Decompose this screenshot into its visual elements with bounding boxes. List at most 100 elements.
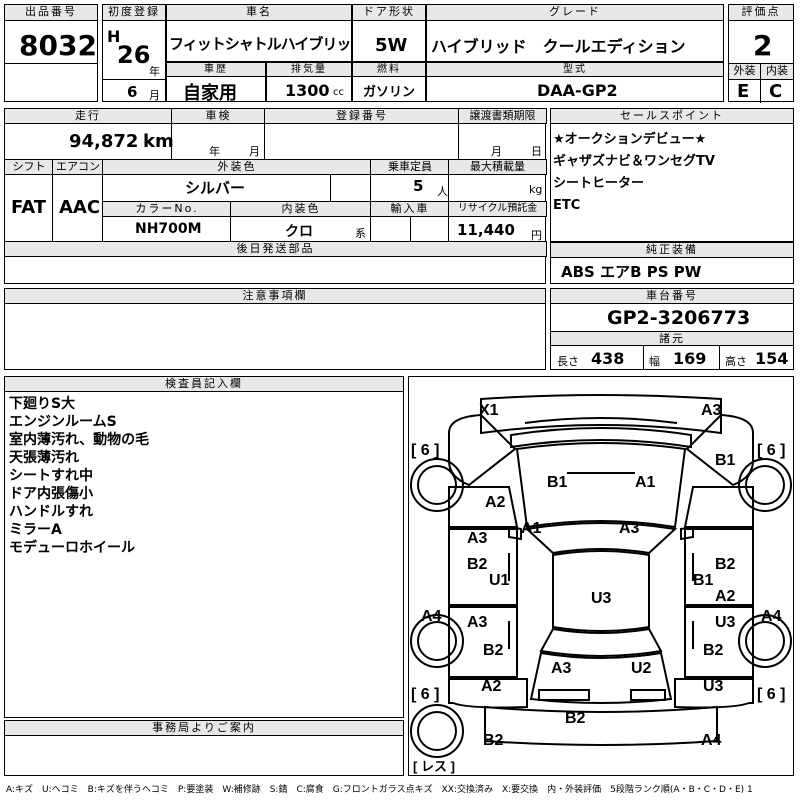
grade: ハイブリッド クールエディション <box>431 37 686 56</box>
notes-box: 注意事項欄 <box>4 288 546 370</box>
exterior-color: シルバー <box>185 179 246 197</box>
model: DAA-GP2 <box>537 81 618 100</box>
tire-tread-marks: [ 6 ] [ 6 ] [ 6 ] [ 6 ] [ レス ] <box>411 442 785 774</box>
office-notice-box: 事務局よりご案内 <box>4 720 404 776</box>
height-label: 高さ <box>725 355 747 368</box>
damage-marks: X1 A3 B1 B1 A1 A2 A1 A3 A3 B2 U1 B2 B1 A… <box>421 402 782 749</box>
door-type: 5W <box>375 35 408 56</box>
damage-mark: A3 <box>619 520 640 537</box>
damage-mark: A2 <box>715 588 736 605</box>
inspector-note: ドア内張傷小 <box>9 486 93 502</box>
exterior-score: E <box>737 81 750 102</box>
damage-mark: A2 <box>481 678 502 695</box>
width: 169 <box>673 349 707 368</box>
damage-mark: A4 <box>701 732 722 749</box>
mileage-unit: km <box>143 131 174 152</box>
transfer-day-unit: 日 <box>531 145 542 158</box>
car-name-box: 車名 フィットシャトルハイブリッド <box>166 4 365 62</box>
transfer-month-unit: 月 <box>491 145 502 158</box>
score-label: 評価点 <box>728 4 794 21</box>
equipment-value: ABS エアB PS PW <box>561 263 702 281</box>
sales-point-line: ★オークションデビュー★ <box>553 132 707 147</box>
damage-mark: A1 <box>635 474 656 491</box>
mileage: 94,872 <box>69 131 139 152</box>
damage-mark: U3 <box>715 614 736 631</box>
dimensions-label: 諸元 <box>550 331 794 346</box>
shift-label: シフト <box>4 159 54 175</box>
tire-tread-front-left: [ 6 ] <box>411 442 439 459</box>
history: 自家用 <box>183 83 237 104</box>
notes-label: 注意事項欄 <box>4 288 546 304</box>
sales-point-line: ギャザズナビ＆ワンセグTV <box>553 154 715 169</box>
color-number-label: カラーNo. <box>102 201 232 217</box>
damage-mark: B1 <box>715 452 736 469</box>
displacement: 1300 <box>285 81 330 100</box>
tire-tread-front-right: [ 6 ] <box>757 442 785 459</box>
era: H <box>107 27 121 46</box>
damage-mark: U1 <box>489 572 510 589</box>
chassis-label: 車台番号 <box>550 288 794 304</box>
inspector-note: 室内薄汚れ、動物の毛 <box>9 432 150 448</box>
damage-mark: U2 <box>631 660 652 677</box>
door-box: ドア形状 5W <box>352 4 426 62</box>
exterior-color-label: 外装色 <box>102 159 372 175</box>
damage-mark: B1 <box>693 572 714 589</box>
capacity-unit: 人 <box>437 185 448 198</box>
model-label: 型式 <box>426 62 724 77</box>
damage-mark: B2 <box>467 556 488 573</box>
mileage-label: 走行 <box>4 108 172 124</box>
capacity: 5 <box>413 177 424 195</box>
max-load-label: 最大積載量 <box>448 159 547 175</box>
inspector-note: 天張薄汚れ <box>9 450 79 466</box>
spare-tire-mark: [ レス ] <box>413 759 455 774</box>
damage-mark: A3 <box>551 660 572 677</box>
width-label: 幅 <box>649 355 660 368</box>
specs-box: 走行 車検 登録番号 譲渡書類期限 94,872 km 年 月 月 日 シフト … <box>4 108 547 284</box>
damage-mark: X1 <box>479 402 499 419</box>
displacement-unit: cc <box>333 87 344 98</box>
damage-mark: A3 <box>701 402 722 419</box>
model-box: 型式 DAA-GP2 <box>426 62 724 102</box>
tire-tread-rear-right: [ 6 ] <box>757 686 785 703</box>
inspector-note: シートすれ中 <box>9 468 93 484</box>
damage-mark: B1 <box>547 474 568 491</box>
car-name-label: 車名 <box>166 4 352 21</box>
interior-color-unit: 系 <box>355 227 366 240</box>
sales-point-line: ETC <box>553 198 581 213</box>
car-diagram: X1 A3 B1 B1 A1 A2 A1 A3 A3 B2 U1 B2 B1 A… <box>410 394 792 774</box>
damage-mark: B2 <box>483 732 504 749</box>
height: 154 <box>755 349 789 368</box>
tire-tread-rear-left: [ 6 ] <box>411 686 439 703</box>
sales-point-line: シートヒーター <box>553 176 645 191</box>
damage-mark: B2 <box>565 710 586 727</box>
fuel-box: 燃料 ガソリン <box>352 62 426 102</box>
inspection-label: 車検 <box>171 108 266 124</box>
grade-box: グレード ハイブリッド クールエディション <box>426 4 724 62</box>
first-registration-month: 6 <box>127 83 138 101</box>
inspector-note: モデューロホイール <box>9 540 135 556</box>
first-registration-label: 初度登録 <box>102 4 166 21</box>
damage-mark: A4 <box>421 608 442 625</box>
score-box: 評価点 2 外装 内装 E C <box>728 4 794 103</box>
damage-mark: A3 <box>467 614 488 631</box>
aircon-label: エアコン <box>52 159 104 175</box>
equipment-box: 純正装備 ABS エアB PS PW <box>550 242 794 284</box>
recycle-unit: 円 <box>531 229 542 242</box>
history-label: 車歴 <box>166 62 266 77</box>
office-notice-label: 事務局よりご案内 <box>4 720 404 736</box>
lot-number: 8032 <box>19 29 97 62</box>
import-label: 輸入車 <box>370 201 450 217</box>
score: 2 <box>753 29 773 62</box>
length-label: 長さ <box>557 355 579 368</box>
car-name: フィットシャトルハイブリッド <box>169 35 365 53</box>
fuel-label: 燃料 <box>352 62 426 77</box>
month-unit: 月 <box>149 89 160 102</box>
damage-mark: B2 <box>715 556 736 573</box>
interior-label: 内装 <box>760 63 794 80</box>
chassis-box: 車台番号 GP2-3206773 諸元 長さ 438 幅 169 高さ 154 <box>550 288 794 370</box>
interior-color-label: 内装色 <box>230 201 372 217</box>
damage-mark: B2 <box>703 642 724 659</box>
damage-mark: A1 <box>521 520 542 537</box>
chassis-number: GP2-3206773 <box>607 307 751 329</box>
aircon: AAC <box>59 197 101 218</box>
